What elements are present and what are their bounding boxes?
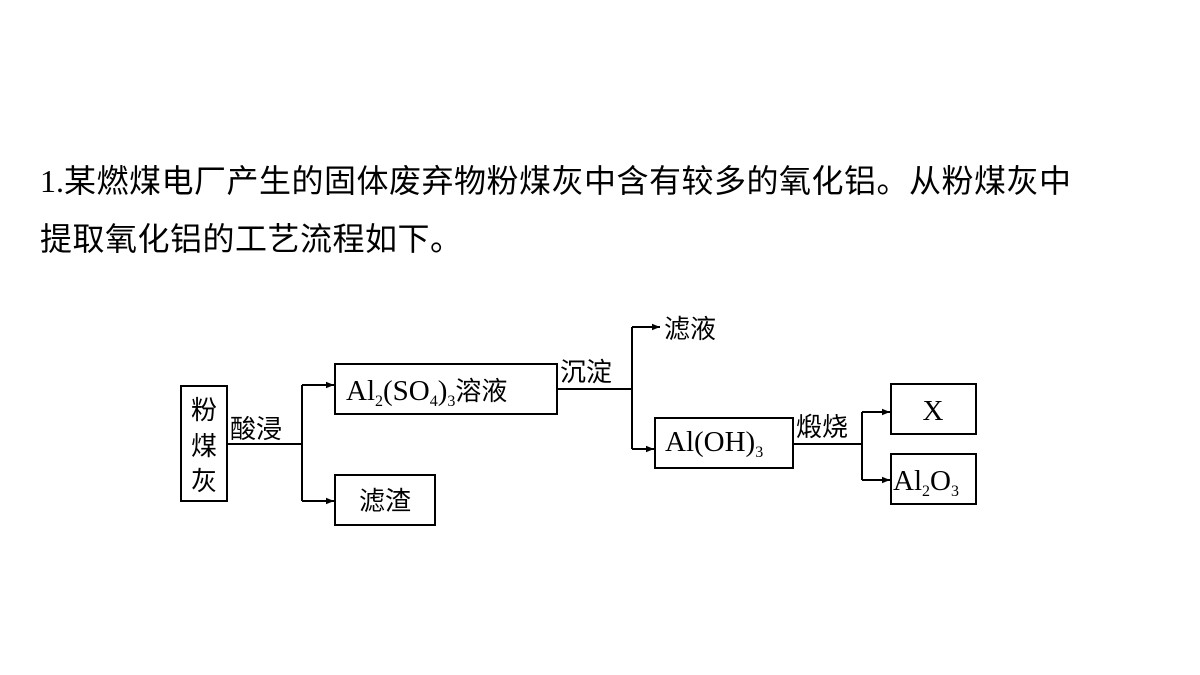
residue-box xyxy=(334,474,436,526)
product-x-box xyxy=(890,383,977,435)
alumina-label: Al2O3 xyxy=(893,465,959,500)
question-text: 1.某燃煤电厂产生的固体废弃物粉煤灰中含有较多的氧化铝。从粉煤灰中 提取氧化铝的… xyxy=(40,152,1170,268)
precipitation-label: 沉淀 xyxy=(560,358,612,388)
fly-ash-char-1: 粉 xyxy=(191,396,217,426)
question-line-2: 提取氧化铝的工艺流程如下。 xyxy=(40,220,463,258)
filtrate-label: 滤液 xyxy=(664,315,716,345)
question-line-1: 1.某燃煤电厂产生的固体废弃物粉煤灰中含有较多的氧化铝。从粉煤灰中 xyxy=(40,162,1072,200)
product-x-node: X xyxy=(890,383,977,435)
alumina-box xyxy=(890,453,977,505)
fly-ash-node: 粉 煤 灰 xyxy=(180,385,228,502)
aluminum-hydroxide-node: Al(OH)3 xyxy=(654,417,794,469)
product-x-label: X xyxy=(923,395,944,427)
question-number: 1. xyxy=(40,163,64,199)
aluminum-sulfate-label: Al2(SO4)3溶液 xyxy=(346,375,507,410)
fly-ash-char-3: 灰 xyxy=(191,467,217,497)
calcination-connector: 煅烧 xyxy=(793,408,890,484)
calcination-label: 煅烧 xyxy=(796,413,848,443)
precipitation-connector: 沉淀 xyxy=(557,323,660,453)
aluminum-sulfate-node: Al2(SO4)3溶液 xyxy=(334,363,558,415)
fly-ash-char-2: 煤 xyxy=(191,432,217,462)
aluminum-hydroxide-label: Al(OH)3 xyxy=(665,426,763,461)
residue-label: 滤渣 xyxy=(359,487,411,517)
acid-leach-label: 酸浸 xyxy=(230,415,282,445)
residue-node: 滤渣 xyxy=(334,474,436,526)
alumina-node: Al2O3 xyxy=(890,453,977,505)
acid-leach-connector: 酸浸 xyxy=(227,381,334,505)
